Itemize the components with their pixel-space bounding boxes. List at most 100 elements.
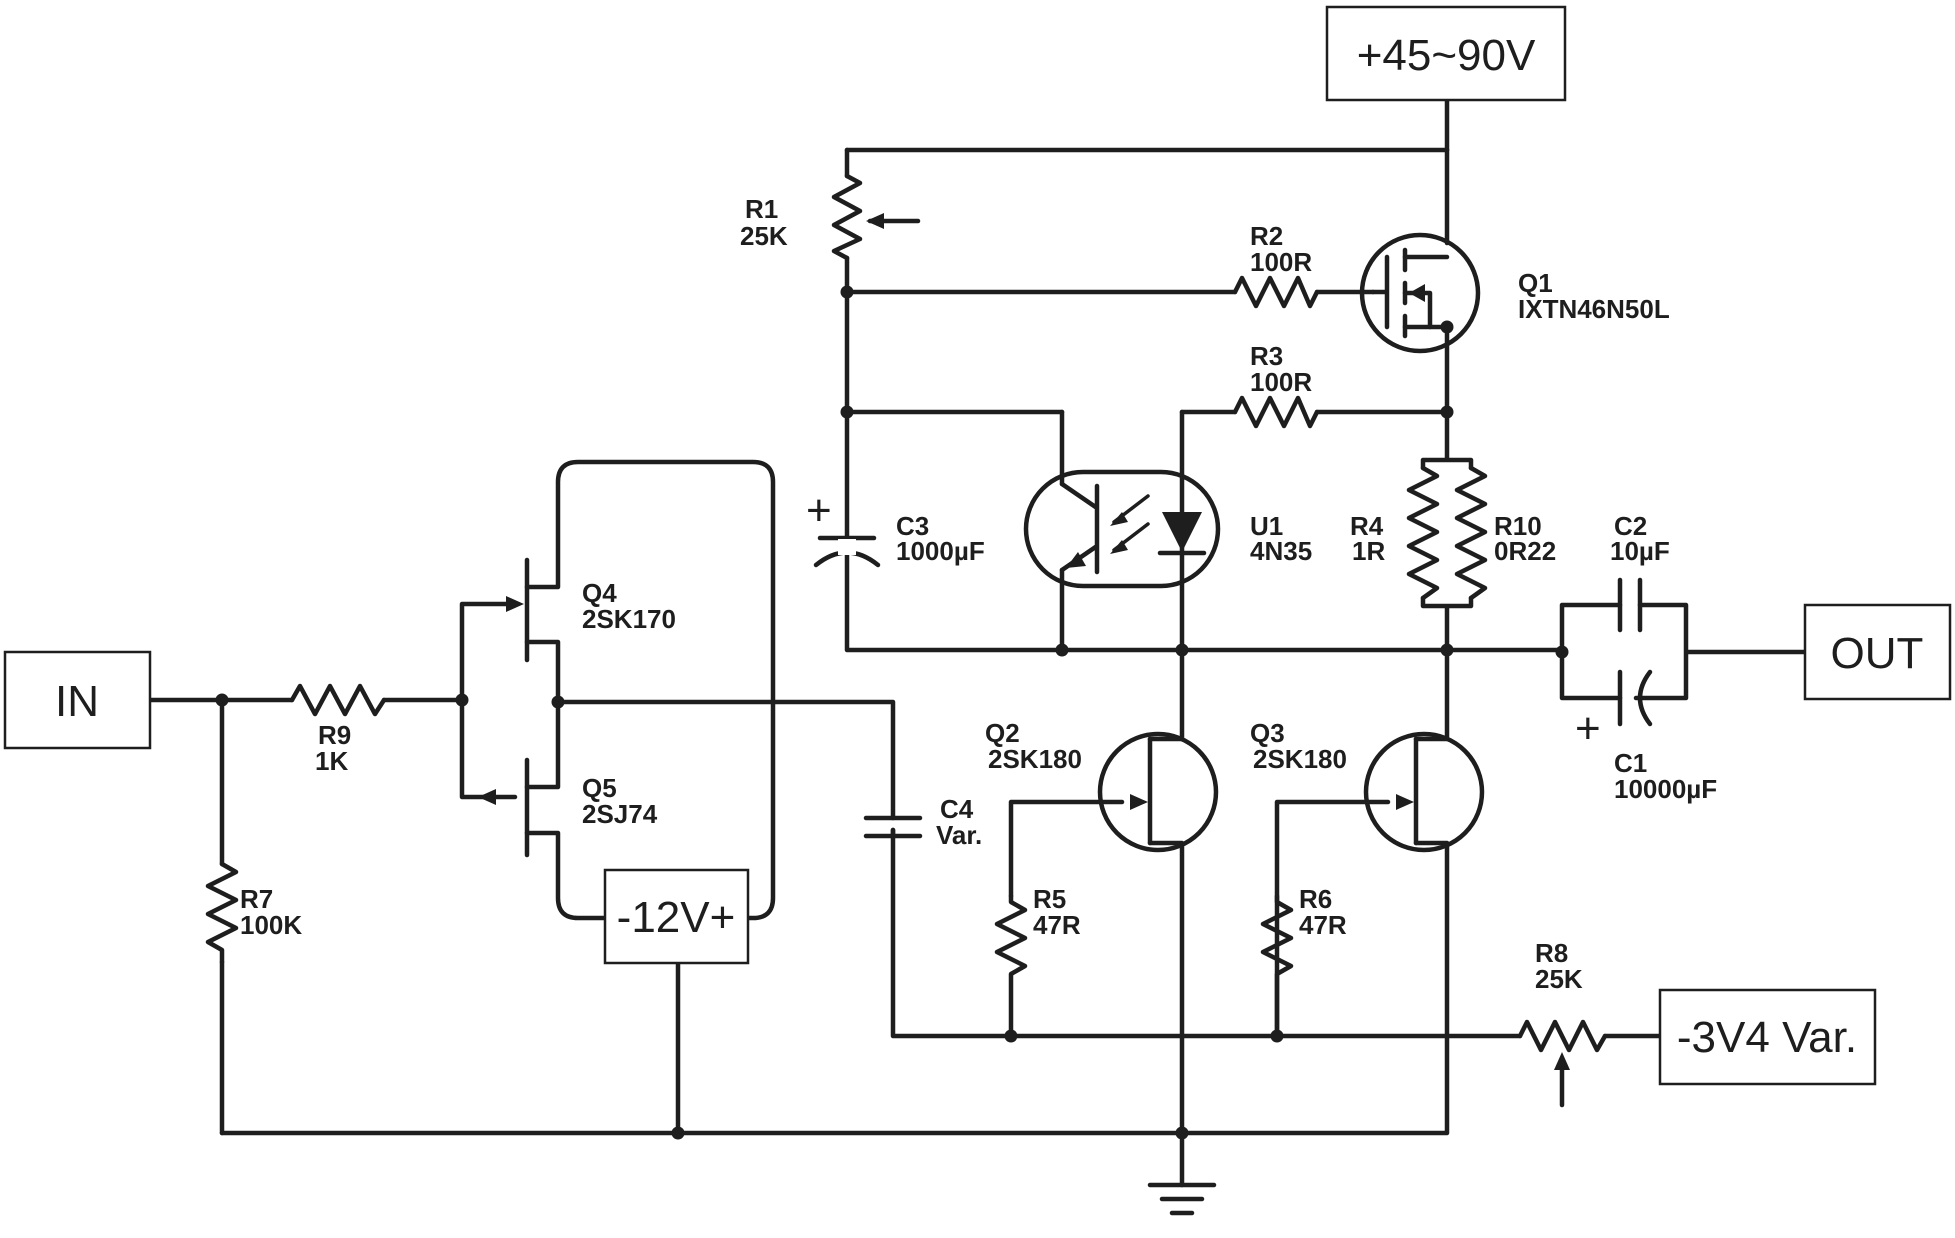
- label-c1-ref: C1: [1614, 748, 1647, 778]
- label-r8-ref: R8: [1535, 938, 1568, 968]
- label-r10-value: 0R22: [1494, 536, 1556, 566]
- r1-wiper-head: [866, 213, 884, 229]
- q1-arrow: [1409, 284, 1425, 302]
- u1-emitter-arrow: [1066, 552, 1086, 568]
- u1-ray-head-1: [1110, 512, 1128, 526]
- junction: [1440, 320, 1454, 334]
- junction: [840, 405, 854, 419]
- label-q4-ref: Q4: [582, 578, 617, 608]
- label-u1-ref: U1: [1250, 511, 1283, 541]
- label-r5-value: 47R: [1033, 910, 1081, 940]
- label-q4-value: 2SK170: [582, 604, 676, 634]
- terminal-supply: +45~90V: [1325, 5, 1567, 102]
- label-c2-value: 10µF: [1610, 536, 1670, 566]
- q3-gate-arrow: [1396, 794, 1414, 810]
- label-c3-ref: C3: [896, 511, 929, 541]
- junction: [455, 693, 469, 707]
- capacitor-c2: [1617, 577, 1643, 633]
- label-r9-value: 1K: [315, 746, 348, 776]
- junction: [1440, 405, 1454, 419]
- terminal-bias: -3V4 Var.: [1658, 988, 1877, 1086]
- bias-label: -3V4 Var.: [1677, 1013, 1857, 1062]
- label-r4-ref: R4: [1350, 511, 1384, 541]
- q2-body: [1097, 731, 1219, 853]
- label-c4-value: Var.: [936, 820, 982, 850]
- wire-q3-source: [1179, 840, 1450, 1136]
- c1-plus-mark: +: [1575, 704, 1601, 753]
- junction: [1270, 1029, 1284, 1043]
- label-r10-ref: R10: [1494, 511, 1542, 541]
- q2-gate-arrow: [1130, 794, 1148, 810]
- q3-body: [1363, 731, 1485, 853]
- resistor-r7: [205, 861, 239, 965]
- label-c3-value: 1000µF: [896, 536, 985, 566]
- q1-gate: [1370, 254, 1390, 330]
- label-r7-value: 100K: [240, 910, 302, 940]
- junction: [551, 695, 565, 709]
- terminal-output: OUT: [1803, 603, 1952, 701]
- resistors: [205, 173, 1608, 1108]
- label-r1-ref: R1: [745, 194, 778, 224]
- wire-q3-drain: [1413, 647, 1450, 742]
- resistor-r10: [1454, 465, 1488, 601]
- bias-box: [1658, 988, 1877, 1086]
- label-r3-value: 100R: [1250, 367, 1312, 397]
- label-q3-value: 2SK180: [1253, 744, 1347, 774]
- label-r7-ref: R7: [240, 884, 273, 914]
- junction: [1055, 643, 1069, 657]
- label-r3-ref: R3: [1250, 341, 1283, 371]
- junction: [215, 693, 229, 707]
- component-labels: R1 25K R2 100R R3 100R Q1 IXTN46N50L C3 …: [240, 194, 1717, 994]
- wire-r4-r10-bottom: [1420, 595, 1474, 653]
- q4-gate-arrow: [506, 596, 524, 612]
- junction-dots: [215, 285, 1569, 1140]
- label-u1-value: 4N35: [1250, 536, 1312, 566]
- wire-bias-line: [890, 827, 1523, 1039]
- label-c2-ref: C2: [1614, 511, 1647, 541]
- junction: [840, 285, 854, 299]
- label-q5-ref: Q5: [582, 773, 617, 803]
- label-r8-value: 25K: [1535, 964, 1583, 994]
- resistor-r2: [1232, 275, 1320, 309]
- wire-q1-source: [1402, 324, 1450, 415]
- resistor-r6: [1260, 893, 1294, 1039]
- label-q5-value: 2SJ74: [582, 799, 658, 829]
- ground-symbol: [1147, 1182, 1217, 1216]
- terminal-input: IN: [3, 650, 152, 750]
- label-r2-value: 100R: [1250, 247, 1312, 277]
- wires: [147, 97, 1808, 1188]
- jfet-q4: [506, 557, 530, 663]
- capacitors: [813, 535, 1653, 839]
- wire-q2-drain: [1147, 647, 1185, 742]
- input-label: IN: [55, 677, 99, 726]
- resistor-r9: [289, 683, 387, 717]
- supply-label: +45~90V: [1357, 31, 1536, 80]
- wire-r4-r10-top: [1420, 409, 1474, 471]
- terminal-aux-supply: -12V+: [603, 868, 750, 965]
- label-c4-ref: C4: [940, 794, 974, 824]
- aux-supply-box: [603, 868, 750, 965]
- label-r2-ref: R2: [1250, 221, 1283, 251]
- label-q3-ref: Q3: [1250, 718, 1285, 748]
- supply-box: [1325, 5, 1567, 102]
- optocoupler-u1: [1023, 409, 1221, 653]
- wire-cap-left: [1559, 602, 1623, 701]
- resistor-r5: [994, 893, 1028, 1039]
- jfet-q5: [478, 757, 530, 858]
- output-box: [1803, 603, 1952, 701]
- wire-cap-right: [1637, 602, 1808, 701]
- c3-gap: [838, 539, 856, 555]
- q5-gate-arrow: [478, 789, 496, 805]
- label-q2-ref: Q2: [985, 718, 1020, 748]
- wire-q4-drain: [524, 459, 776, 921]
- junction: [671, 1126, 685, 1140]
- label-r6-value: 47R: [1299, 910, 1347, 940]
- resistor-r1: [831, 173, 863, 261]
- wire-q2-gate: [1008, 799, 1125, 899]
- junction: [1555, 645, 1569, 659]
- c3-plus-mark: +: [806, 486, 832, 535]
- wire-q4q5-mid: [524, 639, 561, 790]
- aux-supply-label: -12V+: [617, 893, 736, 942]
- capacitor-c4: [863, 815, 923, 839]
